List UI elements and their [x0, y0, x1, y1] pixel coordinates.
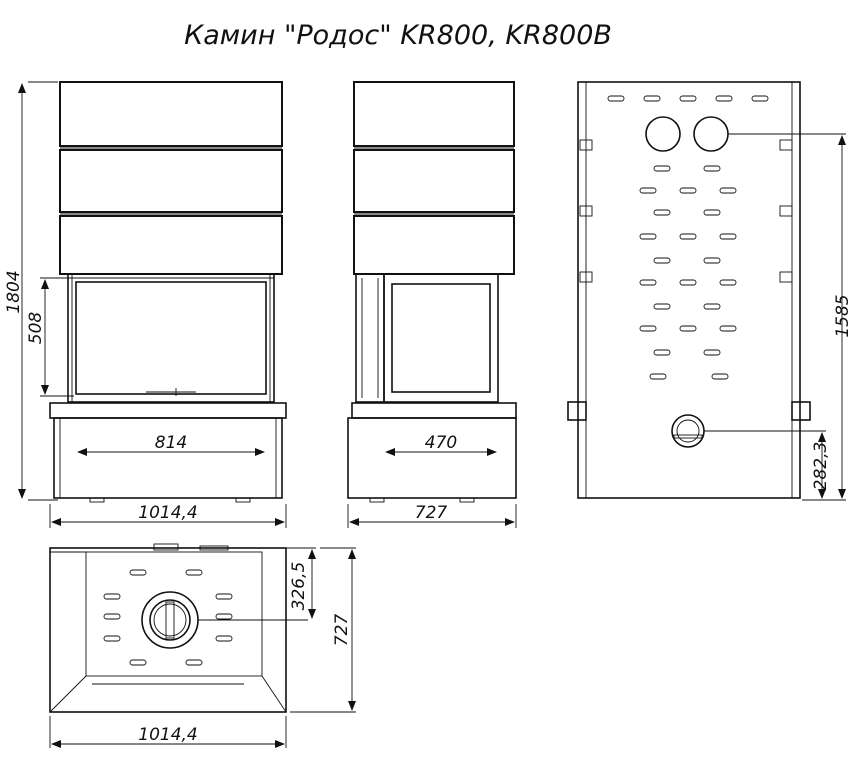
front-base	[53, 417, 283, 499]
side-firebox-right	[383, 273, 499, 403]
top-inner	[85, 551, 263, 677]
back-panel	[577, 81, 801, 499]
side-view: 470 727	[347, 81, 517, 528]
front-view: 1804 508 814 1014,4	[4, 81, 287, 528]
back-air-inlet-height-dim: 282,3	[811, 442, 831, 491]
back-view: 1585 282,3	[567, 81, 853, 501]
side-panel-lower	[353, 215, 515, 275]
front-glass-height-dim: 508	[26, 312, 46, 345]
back-bracket-right	[791, 401, 811, 421]
top-vent-slots	[103, 569, 233, 666]
front-firebox-frame	[67, 273, 275, 403]
top-depth-dim: 727	[332, 614, 352, 647]
side-opening-width-dim: 470	[425, 433, 457, 453]
back-bracket-left	[567, 401, 587, 421]
side-base	[347, 417, 517, 499]
front-foot-left	[89, 497, 105, 503]
front-foot-right	[235, 497, 251, 503]
back-flue-height-dim: 1585	[833, 294, 853, 337]
side-firebox-left	[355, 273, 385, 403]
front-panel-middle	[59, 149, 283, 213]
front-overall-width-dim: 1014,4	[138, 503, 197, 523]
side-panel-top	[353, 81, 515, 147]
side-base-ledge	[351, 402, 517, 419]
front-glass	[75, 281, 267, 395]
top-view: 326,5 727 1014,4	[49, 543, 356, 748]
drawing-title: Камин "Родос" KR800, KR800B	[184, 20, 612, 51]
back-flue-right	[693, 116, 729, 152]
back-vent-slots	[607, 95, 769, 380]
side-panel-middle	[353, 149, 515, 213]
front-base-ledge	[49, 402, 287, 419]
back-flue-left	[645, 116, 681, 152]
top-width-dim: 1014,4	[138, 725, 197, 745]
front-opening-width-dim: 814	[155, 433, 187, 453]
top-outline	[49, 547, 287, 713]
side-glass	[391, 283, 491, 393]
front-height-dim: 1804	[4, 270, 24, 313]
top-flue-offset-dim: 326,5	[289, 562, 309, 611]
front-panel-lower	[59, 215, 283, 275]
front-panel-top	[59, 81, 283, 147]
side-depth-dim: 727	[415, 503, 448, 523]
